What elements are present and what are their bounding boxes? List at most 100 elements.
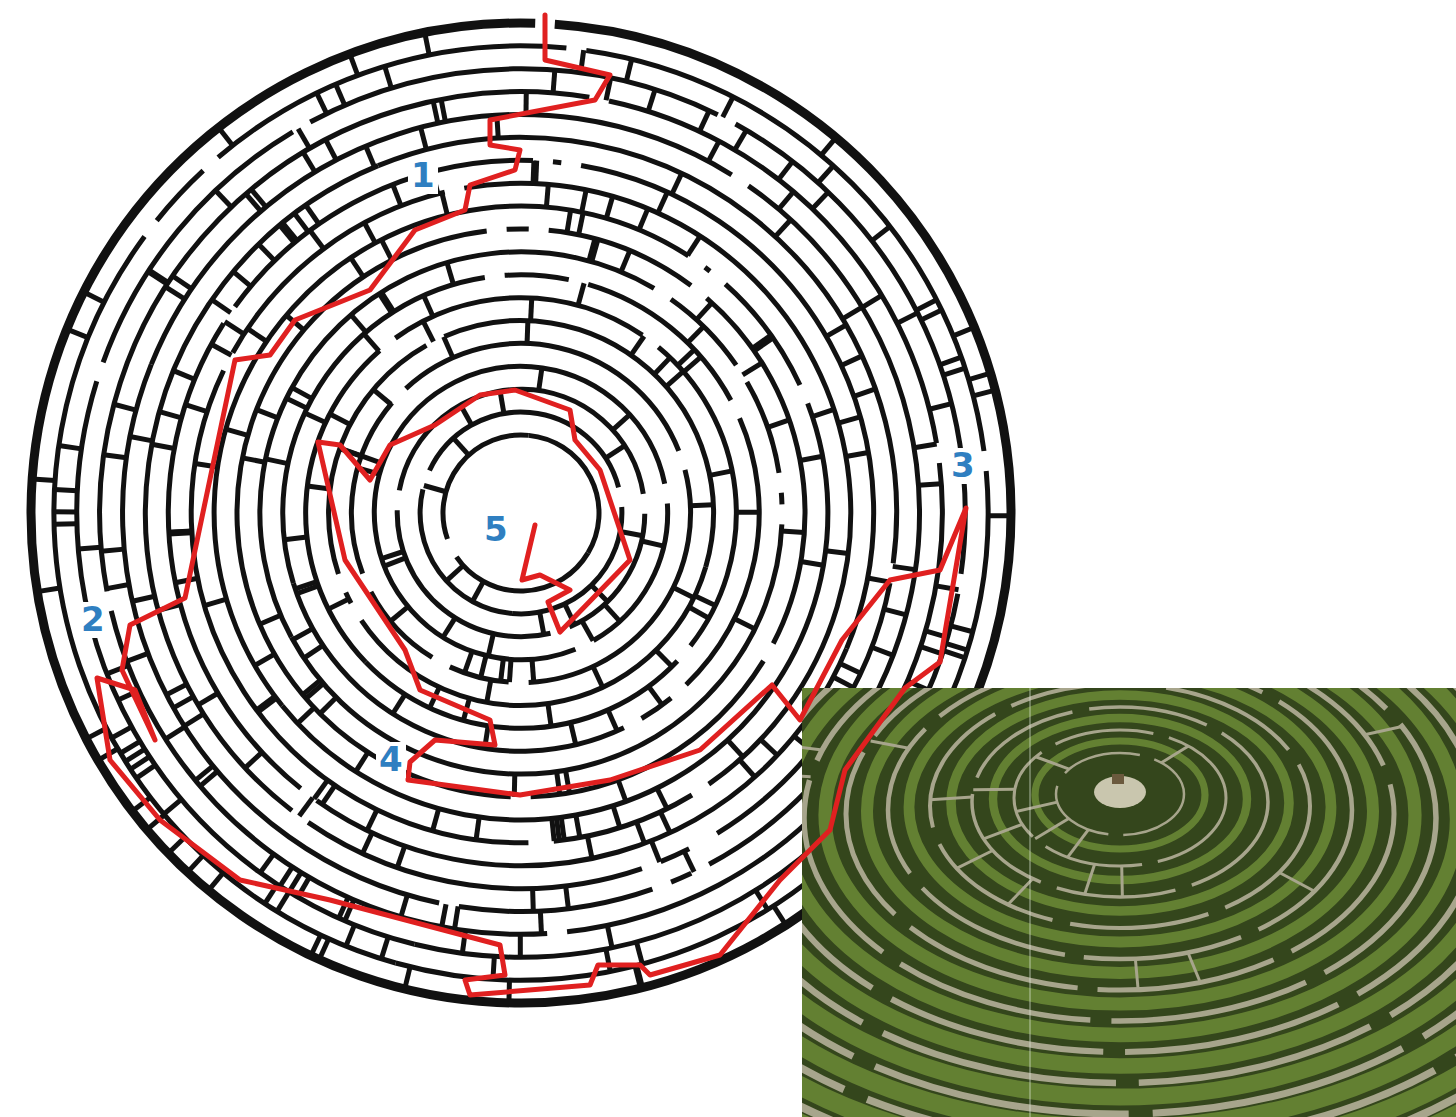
maze-wall bbox=[464, 183, 850, 784]
hedge-path bbox=[802, 688, 1456, 1117]
callout-number: 2 bbox=[78, 602, 108, 638]
maze-wall bbox=[548, 704, 551, 727]
hedge-row bbox=[802, 688, 1456, 1097]
maze-wall bbox=[637, 822, 645, 843]
hedge-path bbox=[802, 688, 1456, 1052]
maze-wall bbox=[136, 765, 155, 778]
maze-wall bbox=[378, 137, 896, 563]
maze-wall bbox=[705, 267, 710, 271]
hedge-maze-photo bbox=[802, 688, 1456, 1117]
hedge-path bbox=[1036, 757, 1069, 769]
maze-wall bbox=[364, 334, 379, 351]
maze-wall bbox=[946, 643, 968, 650]
maze-wall bbox=[453, 438, 468, 455]
maze-wall bbox=[200, 771, 217, 786]
maze-wall bbox=[211, 344, 231, 355]
maze-wall bbox=[291, 524, 781, 774]
maze-wall bbox=[441, 99, 445, 121]
maze-wall bbox=[673, 588, 694, 598]
maze-wall bbox=[700, 111, 710, 132]
maze-wall bbox=[531, 661, 764, 797]
maze-wall bbox=[317, 649, 847, 866]
maze-wall bbox=[666, 371, 683, 386]
maze-wall bbox=[218, 46, 566, 158]
maze-wall bbox=[381, 937, 388, 959]
maze-wall bbox=[168, 323, 300, 788]
maze-wall bbox=[592, 240, 598, 262]
maze-wall bbox=[364, 223, 375, 243]
maze-wall bbox=[379, 294, 391, 313]
maze-wall bbox=[587, 836, 592, 858]
maze-wall bbox=[872, 227, 890, 241]
maze-wall bbox=[723, 97, 733, 117]
maze-wall bbox=[166, 287, 185, 299]
maze-wall bbox=[826, 551, 849, 554]
maze-wall bbox=[579, 212, 584, 234]
maze-wall bbox=[292, 388, 312, 399]
maze-wall bbox=[649, 686, 663, 704]
maze-wall bbox=[546, 184, 548, 207]
maze-wall bbox=[173, 697, 193, 708]
maze-wall bbox=[606, 446, 625, 458]
maze-wall bbox=[854, 389, 876, 397]
maze-wall bbox=[114, 404, 136, 410]
maze-wall bbox=[812, 409, 834, 416]
hedge-path bbox=[973, 788, 1015, 791]
maze-wall bbox=[132, 596, 154, 601]
hedge-path bbox=[957, 851, 993, 869]
maze-wall bbox=[671, 299, 736, 365]
hedge-row bbox=[867, 688, 1373, 973]
maze-wall bbox=[689, 607, 709, 618]
maze-wall bbox=[258, 698, 276, 712]
maze-wall bbox=[525, 321, 531, 344]
maze-wall bbox=[740, 760, 755, 777]
maze-wall bbox=[697, 303, 712, 320]
maze-wall bbox=[152, 444, 175, 448]
maze-wall bbox=[298, 129, 309, 149]
maze-wall bbox=[442, 193, 447, 215]
maze-wall bbox=[447, 263, 453, 285]
hedge-row bbox=[802, 688, 1456, 1066]
hedge-path bbox=[1085, 864, 1095, 894]
maze-wall bbox=[429, 412, 618, 487]
maze-wall bbox=[688, 326, 704, 342]
hedge-path bbox=[1056, 753, 1184, 835]
solution-line bbox=[97, 15, 966, 995]
maze-wall bbox=[684, 851, 694, 872]
maze-wall bbox=[395, 298, 642, 338]
maze-wall bbox=[280, 867, 292, 886]
maze-wall bbox=[373, 390, 391, 405]
maze-wall bbox=[256, 410, 277, 418]
maze-wall bbox=[421, 127, 427, 149]
maze-wall bbox=[618, 780, 626, 802]
maze-wall bbox=[710, 471, 732, 475]
maze-wall bbox=[433, 809, 439, 831]
hedge-path bbox=[984, 824, 1023, 838]
maze-wall bbox=[329, 345, 427, 574]
maze-wall bbox=[165, 727, 184, 739]
maze-wall bbox=[424, 296, 433, 317]
maze-wall bbox=[54, 521, 77, 527]
maze-wall bbox=[781, 531, 804, 533]
maze-wall bbox=[103, 132, 293, 362]
maze-wall bbox=[540, 911, 541, 934]
maze-wall bbox=[293, 583, 623, 751]
maze-wall bbox=[299, 798, 313, 816]
hedge-row bbox=[802, 688, 1456, 1117]
hedge-path bbox=[1188, 952, 1200, 982]
maze-wall bbox=[843, 307, 863, 319]
hedge-path bbox=[802, 688, 1456, 1114]
maze-wall bbox=[761, 740, 778, 756]
maze-wall bbox=[205, 599, 227, 605]
maze-wall bbox=[59, 446, 82, 449]
maze-wall bbox=[743, 363, 762, 375]
hedge-path bbox=[1016, 802, 1057, 811]
maze-wall bbox=[604, 604, 619, 621]
maze-wall bbox=[654, 358, 670, 375]
maze-wall bbox=[561, 817, 564, 840]
maze-wall bbox=[233, 272, 251, 287]
maze-wall bbox=[472, 581, 483, 601]
maze-wall bbox=[636, 942, 642, 964]
maze-wall bbox=[260, 615, 281, 624]
maze-wall bbox=[306, 205, 319, 224]
